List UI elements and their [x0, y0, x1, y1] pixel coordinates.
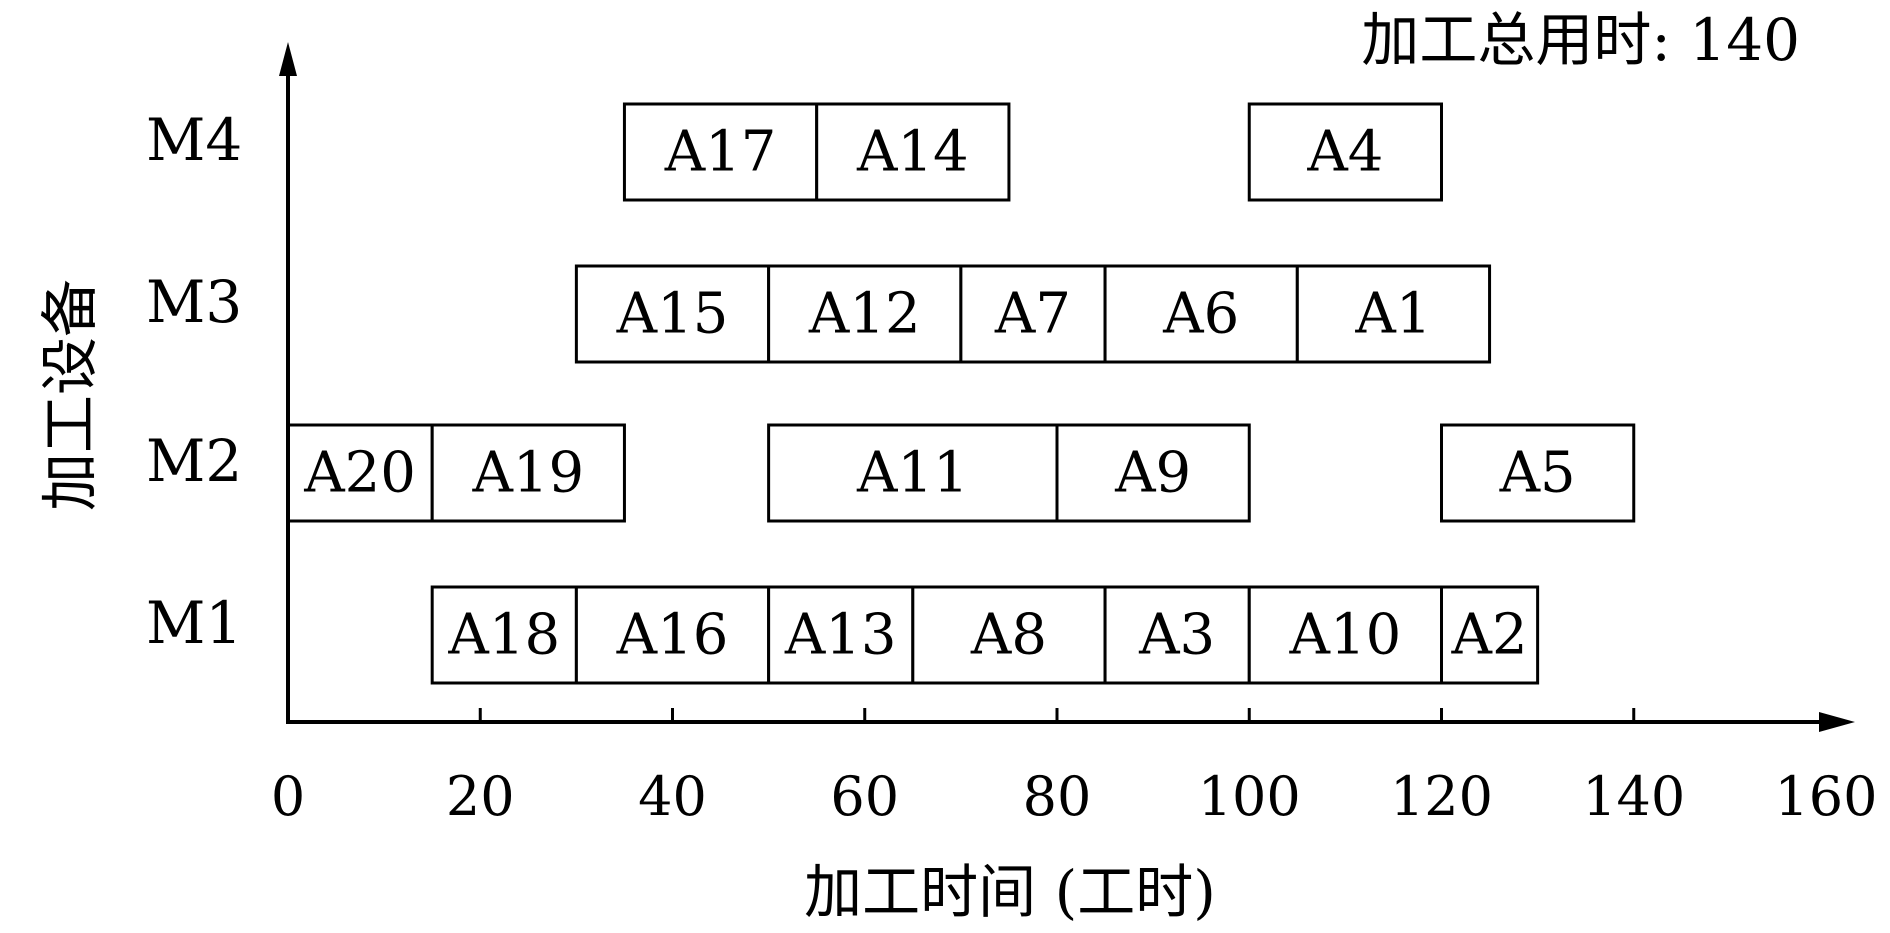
task-bar-a13	[767, 585, 915, 685]
y-axis-arrow	[279, 42, 297, 76]
task-label-a8: A8	[970, 603, 1047, 668]
task-label-a7: A7	[994, 282, 1071, 347]
x-tick-label: 60	[830, 765, 899, 828]
task-label-a12: A12	[808, 282, 921, 347]
task-bar-a9	[1055, 423, 1251, 523]
task-label-a3: A3	[1138, 603, 1215, 668]
x-tick-label: 100	[1198, 765, 1301, 828]
task-label-a15: A15	[616, 282, 729, 347]
task-bar-a3	[1103, 585, 1251, 685]
task-bar-a5	[1440, 423, 1636, 523]
task-bar-a18	[430, 585, 578, 685]
x-tick-label: 0	[271, 765, 305, 828]
task-label-a16: A16	[616, 603, 729, 668]
x-tick-label: 40	[638, 765, 707, 828]
task-bar-a15	[574, 264, 771, 364]
task-label-a18: A18	[447, 603, 560, 668]
task-label-a5: A5	[1499, 441, 1576, 506]
x-axis-ticks: 0 20 40 60 80 100 120 140 160	[271, 708, 1878, 828]
task-bar-a4	[1247, 102, 1443, 202]
machine-labels: M1 M2 M3 M4	[146, 106, 242, 657]
task-label-a14: A14	[856, 120, 969, 185]
x-tick-label: 80	[1023, 765, 1092, 828]
x-axis-title: 加工时间 (工时)	[804, 858, 1216, 926]
x-tick-label: 20	[446, 765, 515, 828]
task-label-a13: A13	[784, 603, 897, 668]
total-time-annotation: 加工总用时: 140	[1361, 6, 1800, 74]
task-bar-a14	[815, 102, 1011, 202]
x-tick-label: 120	[1390, 765, 1493, 828]
x-axis-arrow	[1819, 712, 1855, 732]
task-label-a4: A4	[1306, 120, 1383, 185]
machine-label-m1: M1	[146, 589, 242, 657]
task-label-a6: A6	[1162, 282, 1239, 347]
task-bar-a2	[1440, 585, 1540, 685]
task-label-a1: A1	[1354, 282, 1431, 347]
task-bar-a19	[430, 423, 626, 523]
x-tick-label: 160	[1774, 765, 1877, 828]
machine-label-m4: M4	[146, 106, 242, 174]
task-bar-a10	[1247, 585, 1443, 685]
task-bar-a6	[1103, 264, 1299, 364]
machine-label-m2: M2	[146, 427, 242, 495]
task-label-a17: A17	[664, 120, 777, 185]
task-bar-a11	[767, 423, 1059, 523]
task-label-a2: A2	[1451, 603, 1528, 668]
task-label-a20: A20	[303, 441, 416, 506]
task-bar-a17	[622, 102, 819, 202]
task-label-a11: A11	[856, 441, 969, 506]
x-tick-label: 140	[1582, 765, 1685, 828]
task-bar-a12	[767, 264, 963, 364]
task-bars: A18 A16 A13 A8 A3 A10 A2 A20 A19 A11 A9 A5 A15 A12 A7 A…	[286, 102, 1636, 685]
task-label-a10: A10	[1289, 603, 1402, 668]
task-label-a19: A19	[471, 441, 584, 506]
y-axis-title: 加工设备	[36, 279, 104, 511]
task-bar-a16	[574, 585, 771, 685]
machine-label-m3: M3	[146, 268, 242, 336]
task-label-a9: A9	[1114, 441, 1191, 506]
task-bar-a1	[1295, 264, 1492, 364]
